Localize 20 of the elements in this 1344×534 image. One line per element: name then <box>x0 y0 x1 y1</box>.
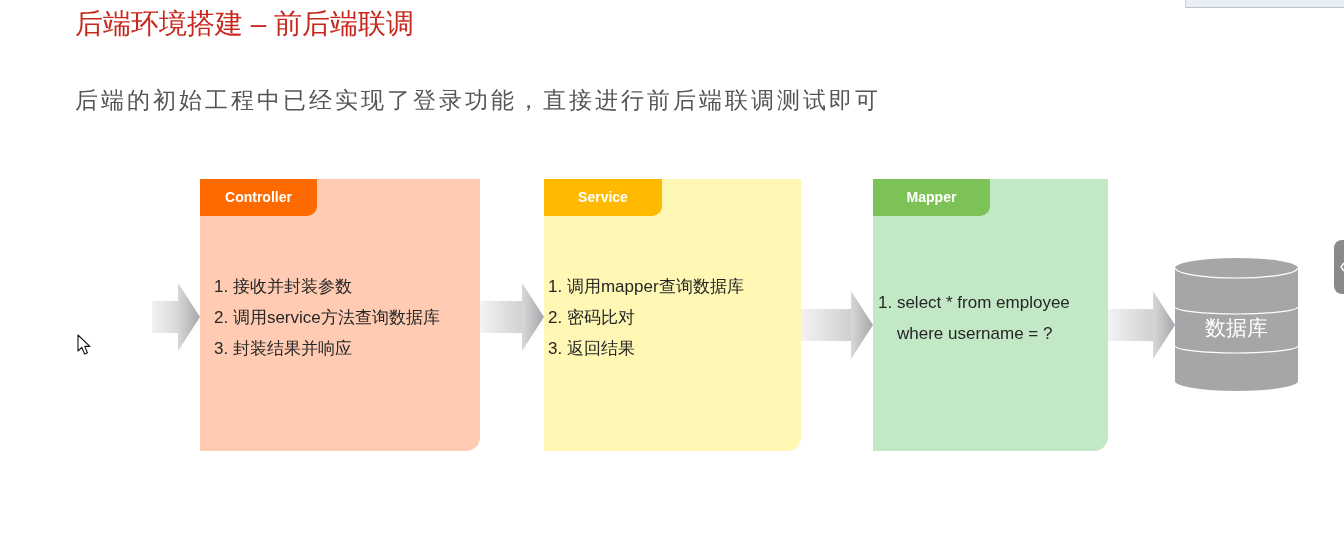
list-item: 1. select * from employee where username = ? <box>878 292 1071 345</box>
node-label: 数据库 <box>1204 315 1269 341</box>
process-card <box>544 179 801 451</box>
subtitle-text: 后端的初始工程中已经实现了登录功能，直接进行前后端联调测试即可 <box>75 86 881 115</box>
card-header-tab: Controller <box>200 179 317 216</box>
block-arrow <box>801 291 873 359</box>
card-header-tab: Mapper <box>873 179 990 216</box>
list-item: 2. 密码比对 <box>548 307 636 329</box>
block-arrow <box>480 283 544 351</box>
block-arrow <box>152 283 200 351</box>
list-item: 3. 返回结果 <box>548 338 636 360</box>
slide-title: 后端环境搭建 – 前后端联调 <box>75 7 415 41</box>
process-card <box>873 179 1108 451</box>
list-item: 1. 接收并封装参数 <box>214 276 353 298</box>
process-card <box>200 179 480 451</box>
list-item: 1. 调用mapper查询数据库 <box>548 276 745 298</box>
list-item: 2. 调用service方法查询数据库 <box>214 307 441 329</box>
block-arrow <box>1108 291 1175 359</box>
card-header-tab: Service <box>544 179 662 216</box>
list-item: 3. 封装结果并响应 <box>214 338 353 360</box>
